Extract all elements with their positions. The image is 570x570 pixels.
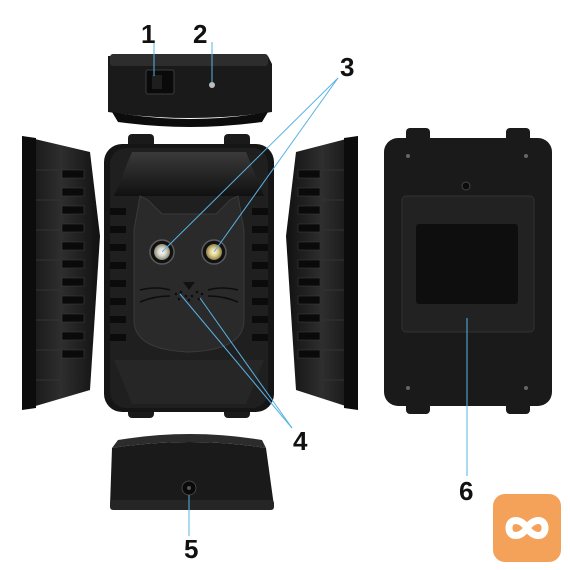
callout-3: 3 (340, 52, 355, 82)
cat-nose (183, 282, 195, 290)
callout-4: 4 (293, 426, 308, 456)
brand-logo (493, 494, 561, 562)
callout-6: 6 (459, 476, 474, 506)
battery-cover (416, 224, 518, 304)
callout-2: 2 (193, 19, 208, 49)
cat-whiskers (139, 287, 239, 303)
device-back-view (384, 128, 552, 414)
device-front-view (104, 134, 274, 418)
infinity-icon (505, 517, 549, 539)
cat-face-panel (133, 195, 245, 353)
device-left-view (22, 136, 100, 410)
leader-lines (153, 42, 468, 536)
device-top-view (108, 54, 272, 127)
indicator-light (209, 82, 215, 88)
callout-5: 5 (184, 534, 199, 564)
device-bottom-view (110, 434, 274, 510)
device-right-view (286, 136, 358, 410)
callout-1: 1 (141, 19, 156, 49)
